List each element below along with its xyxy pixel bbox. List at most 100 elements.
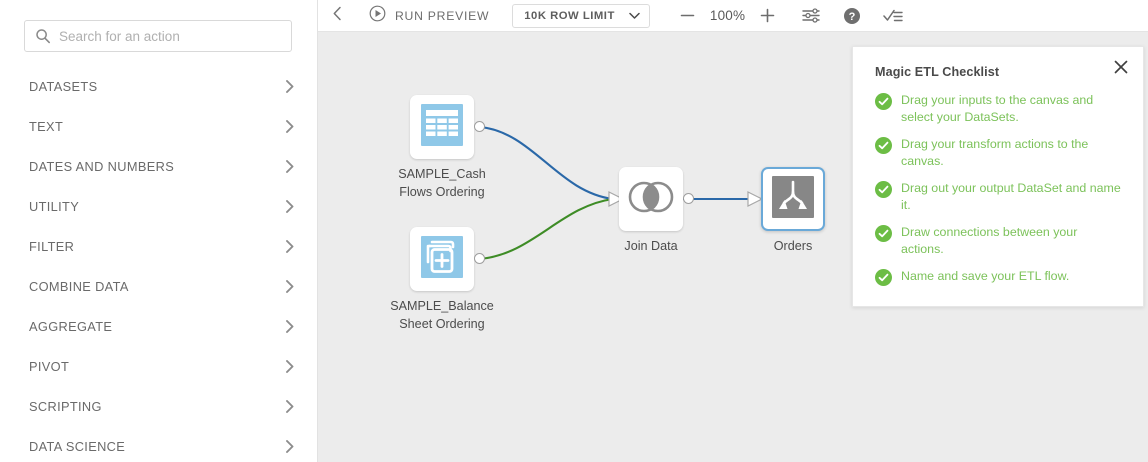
sidebar-item-aggregate[interactable]: AGGREGATE: [0, 306, 317, 346]
sidebar-item-datasets[interactable]: DATASETS: [0, 66, 317, 106]
edge-balancesheet-join[interactable]: [479, 197, 614, 261]
close-icon[interactable]: [1111, 57, 1131, 77]
sidebar-item-label: TEXT: [29, 118, 64, 134]
node-label: SAMPLE_Balance Sheet Ordering: [367, 298, 517, 333]
sidebar-item-dates-and-numbers[interactable]: DATES AND NUMBERS: [0, 146, 317, 186]
checklist-item: Draw connections between your actions.: [875, 224, 1121, 257]
node-label: Orders: [718, 238, 868, 256]
sidebar-item-filter[interactable]: FILTER: [0, 226, 317, 266]
chevron-right-icon: [286, 279, 294, 293]
action-category-list: DATASETS TEXT DATES AND NUMBERS UTILITY …: [0, 66, 317, 462]
checklist-item: Name and save your ETL flow.: [875, 268, 1121, 286]
sidebar-item-utility[interactable]: UTILITY: [0, 186, 317, 226]
chevron-down-icon: [629, 12, 640, 20]
node-box[interactable]: [761, 167, 825, 231]
run-preview-button[interactable]: RUN PREVIEW: [369, 5, 489, 27]
edge-arrow-orders: [747, 191, 764, 207]
etl-toolbar: RUN PREVIEW 10K ROW LIMIT 100%: [318, 0, 1148, 32]
output-port[interactable]: [474, 253, 485, 264]
checklist-item-text: Name and save your ETL flow.: [901, 269, 1070, 283]
sidebar-item-label: PIVOT: [29, 358, 70, 374]
node-label: Join Data: [576, 238, 726, 256]
copy-add-icon: [421, 235, 463, 283]
node-orders[interactable]: Orders: [761, 167, 868, 256]
chevron-right-icon: [286, 119, 294, 133]
zoom-out-button[interactable]: [680, 8, 695, 23]
venn-join-icon: [628, 179, 674, 220]
magic-etl-checklist-panel: Magic ETL Checklist Drag your inputs to …: [852, 46, 1144, 307]
chevron-right-icon: [286, 199, 294, 213]
node-label-line1: Join Data: [624, 239, 678, 253]
checklist-item-text: Drag your transform actions to the canva…: [901, 137, 1089, 168]
zoom-controls: 100%: [680, 8, 775, 23]
check-circle-icon: [875, 181, 892, 198]
play-circle-icon: [369, 5, 386, 27]
sidebar-item-label: DATES AND NUMBERS: [29, 158, 175, 174]
node-label-line2: Sheet Ordering: [399, 316, 485, 331]
row-limit-value: 10K ROW LIMIT: [524, 9, 615, 22]
sidebar-item-combine-data[interactable]: COMBINE DATA: [0, 266, 317, 306]
sidebar-item-scripting[interactable]: SCRIPTING: [0, 386, 317, 426]
run-preview-label: RUN PREVIEW: [395, 8, 490, 23]
chevron-right-icon: [286, 399, 294, 413]
sidebar-item-label: FILTER: [29, 238, 75, 254]
node-box[interactable]: [410, 227, 474, 291]
node-label: SAMPLE_Cash Flows Ordering: [367, 166, 517, 201]
output-port[interactable]: [683, 193, 694, 204]
sliders-icon[interactable]: [802, 7, 821, 24]
action-sidebar: DATASETS TEXT DATES AND NUMBERS UTILITY …: [0, 0, 318, 462]
help-circle-icon[interactable]: ?: [843, 7, 861, 25]
toolbar-icon-group: ?: [802, 7, 903, 25]
checklist-item: Drag out your output DataSet and name it…: [875, 180, 1121, 213]
check-circle-icon: [875, 137, 892, 154]
node-label-line1: Orders: [773, 239, 813, 253]
checklist-item: Drag your inputs to the canvas and selec…: [875, 92, 1121, 125]
node-sample-cash-flows-ordering[interactable]: SAMPLE_Cash Flows Ordering: [398, 95, 517, 201]
check-circle-icon: [875, 269, 892, 286]
sidebar-item-label: DATASETS: [29, 78, 98, 94]
checklist-item-text: Draw connections between your actions.: [901, 225, 1078, 256]
node-box[interactable]: [410, 95, 474, 159]
edge-cashflows-join[interactable]: [479, 125, 614, 201]
edge-arrow-join: [608, 191, 625, 207]
checklist-item-text: Drag your inputs to the canvas and selec…: [901, 93, 1094, 124]
node-join-data[interactable]: Join Data: [619, 167, 726, 256]
search-box[interactable]: [24, 20, 292, 52]
svg-text:?: ?: [849, 11, 856, 23]
node-label-line2: Flows Ordering: [399, 184, 485, 199]
output-port[interactable]: [474, 121, 485, 132]
chevron-right-icon: [286, 359, 294, 373]
sidebar-item-text[interactable]: TEXT: [0, 106, 317, 146]
sidebar-item-pivot[interactable]: PIVOT: [0, 346, 317, 386]
node-box[interactable]: [619, 167, 683, 231]
node-label-line1: SAMPLE_Cash: [398, 167, 486, 181]
sidebar-item-label: UTILITY: [29, 198, 80, 214]
output-branch-icon: [772, 175, 814, 223]
checklist-icon[interactable]: [883, 8, 903, 24]
check-circle-icon: [875, 225, 892, 242]
sidebar-item-label: SCRIPTING: [29, 398, 102, 414]
back-button[interactable]: [332, 6, 351, 26]
search-input[interactable]: [59, 28, 281, 44]
sidebar-item-label: AGGREGATE: [29, 318, 113, 334]
checklist-title: Magic ETL Checklist: [875, 65, 1000, 79]
chevron-right-icon: [286, 159, 294, 173]
row-limit-dropdown[interactable]: 10K ROW LIMIT: [512, 3, 650, 28]
edge-layer: [479, 125, 764, 261]
chevron-right-icon: [286, 319, 294, 333]
node-label-line1: SAMPLE_Balance: [390, 299, 494, 313]
chevron-right-icon: [286, 439, 294, 453]
table-grid-icon: [421, 103, 463, 151]
chevron-left-icon: [332, 6, 343, 26]
search-icon: [35, 28, 51, 44]
check-circle-icon: [875, 93, 892, 110]
chevron-right-icon: [286, 239, 294, 253]
checklist-item-text: Drag out your output DataSet and name it…: [901, 181, 1121, 212]
node-sample-balance-sheet-ordering[interactable]: SAMPLE_Balance Sheet Ordering: [390, 227, 517, 333]
zoom-in-button[interactable]: [760, 8, 775, 23]
sidebar-item-label: COMBINE DATA: [29, 278, 129, 294]
sidebar-item-data-science[interactable]: DATA SCIENCE: [0, 426, 317, 462]
zoom-level-label: 100%: [709, 8, 746, 23]
checklist-item: Drag your transform actions to the canva…: [875, 136, 1121, 169]
